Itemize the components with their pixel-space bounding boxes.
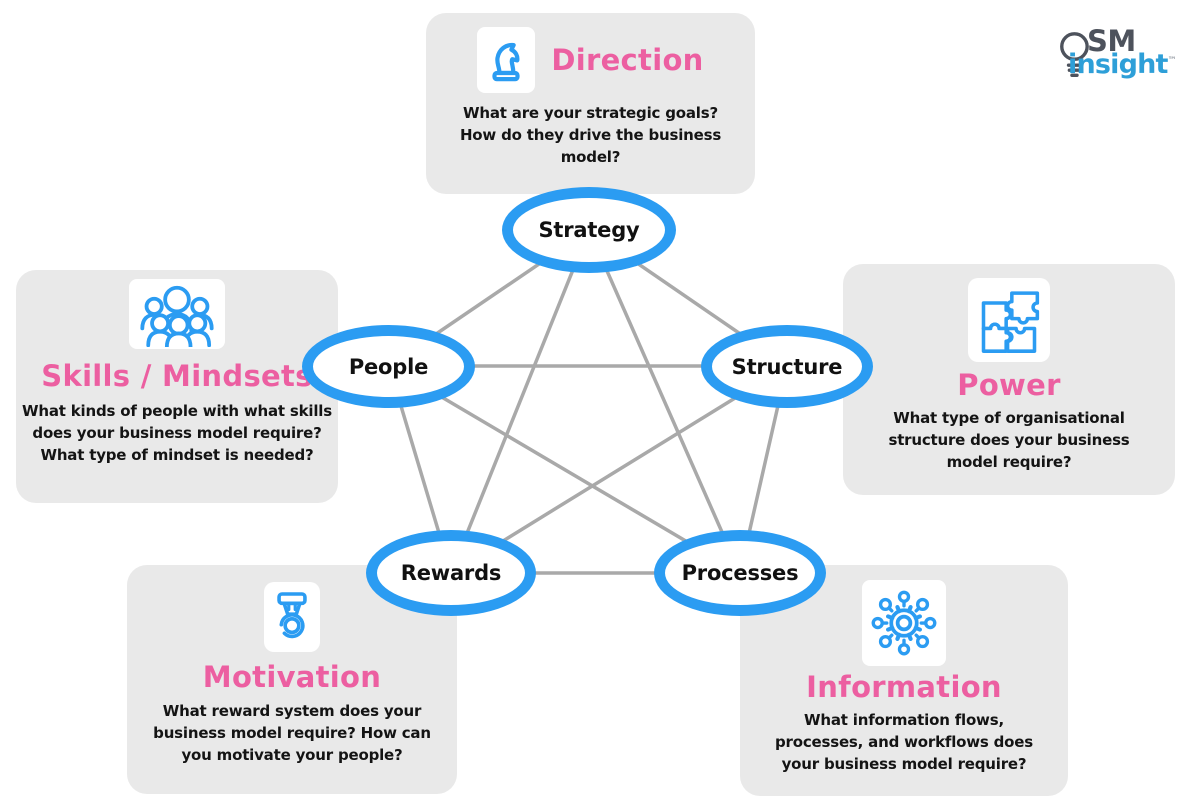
information-title: Information bbox=[806, 670, 1002, 704]
sm-insight-logo: SM insight™ bbox=[1053, 22, 1179, 92]
edge-strategy-processes bbox=[587, 229, 742, 574]
people-node: People bbox=[302, 325, 475, 408]
edge-people-processes bbox=[388, 364, 741, 575]
chess-knight-icon bbox=[492, 42, 520, 82]
motivation-title: Motivation bbox=[202, 660, 382, 694]
logo-insight-text: insight™ bbox=[1068, 49, 1177, 80]
network-gear-icon bbox=[871, 590, 937, 656]
rewards-node: Rewards bbox=[366, 530, 536, 616]
processes-node: Processes bbox=[654, 530, 826, 616]
power-question: What type of organisational structure do… bbox=[888, 409, 1130, 471]
direction-icon-box bbox=[477, 27, 536, 93]
trademark-symbol: ™ bbox=[1167, 56, 1177, 66]
strategy-node-label: Strategy bbox=[538, 218, 640, 242]
medal-icon bbox=[277, 592, 307, 639]
rewards-node-label: Rewards bbox=[400, 561, 502, 585]
edge-structure-rewards bbox=[450, 364, 788, 575]
direction-question: What are your strategic goals? How do th… bbox=[459, 104, 722, 166]
processes-node-label: Processes bbox=[681, 561, 799, 585]
power-icon-box bbox=[968, 278, 1050, 362]
card-skills-mindsets: Skills / Mindsets What kinds of people w… bbox=[16, 270, 338, 503]
structure-node: Structure bbox=[701, 325, 873, 408]
skills-question: What kinds of people with what skills do… bbox=[22, 402, 332, 464]
power-title: Power bbox=[957, 368, 1061, 402]
card-direction: Direction What are your strategic goals?… bbox=[426, 13, 755, 194]
direction-title: Direction bbox=[551, 42, 704, 77]
direction-header: Direction bbox=[477, 27, 703, 93]
skills-title: Skills / Mindsets bbox=[41, 359, 313, 393]
logo-sm-text: SM bbox=[1087, 24, 1136, 58]
puzzle-pieces-icon bbox=[981, 291, 1040, 353]
strategy-node: Strategy bbox=[502, 187, 676, 273]
card-power: Power What type of organisational struct… bbox=[843, 264, 1175, 495]
people-node-label: People bbox=[348, 354, 429, 379]
information-icon-box bbox=[862, 580, 946, 666]
motivation-icon-box bbox=[264, 582, 320, 652]
motivation-question: What reward system does your business mo… bbox=[153, 702, 431, 764]
lightbulb-icon bbox=[1060, 32, 1089, 77]
information-question: What information flows, processes, and w… bbox=[774, 711, 1033, 773]
edge-strategy-rewards bbox=[449, 229, 591, 574]
skills-icon-box bbox=[129, 279, 225, 349]
structure-node-label: Structure bbox=[731, 354, 843, 379]
people-group-icon bbox=[140, 285, 214, 347]
